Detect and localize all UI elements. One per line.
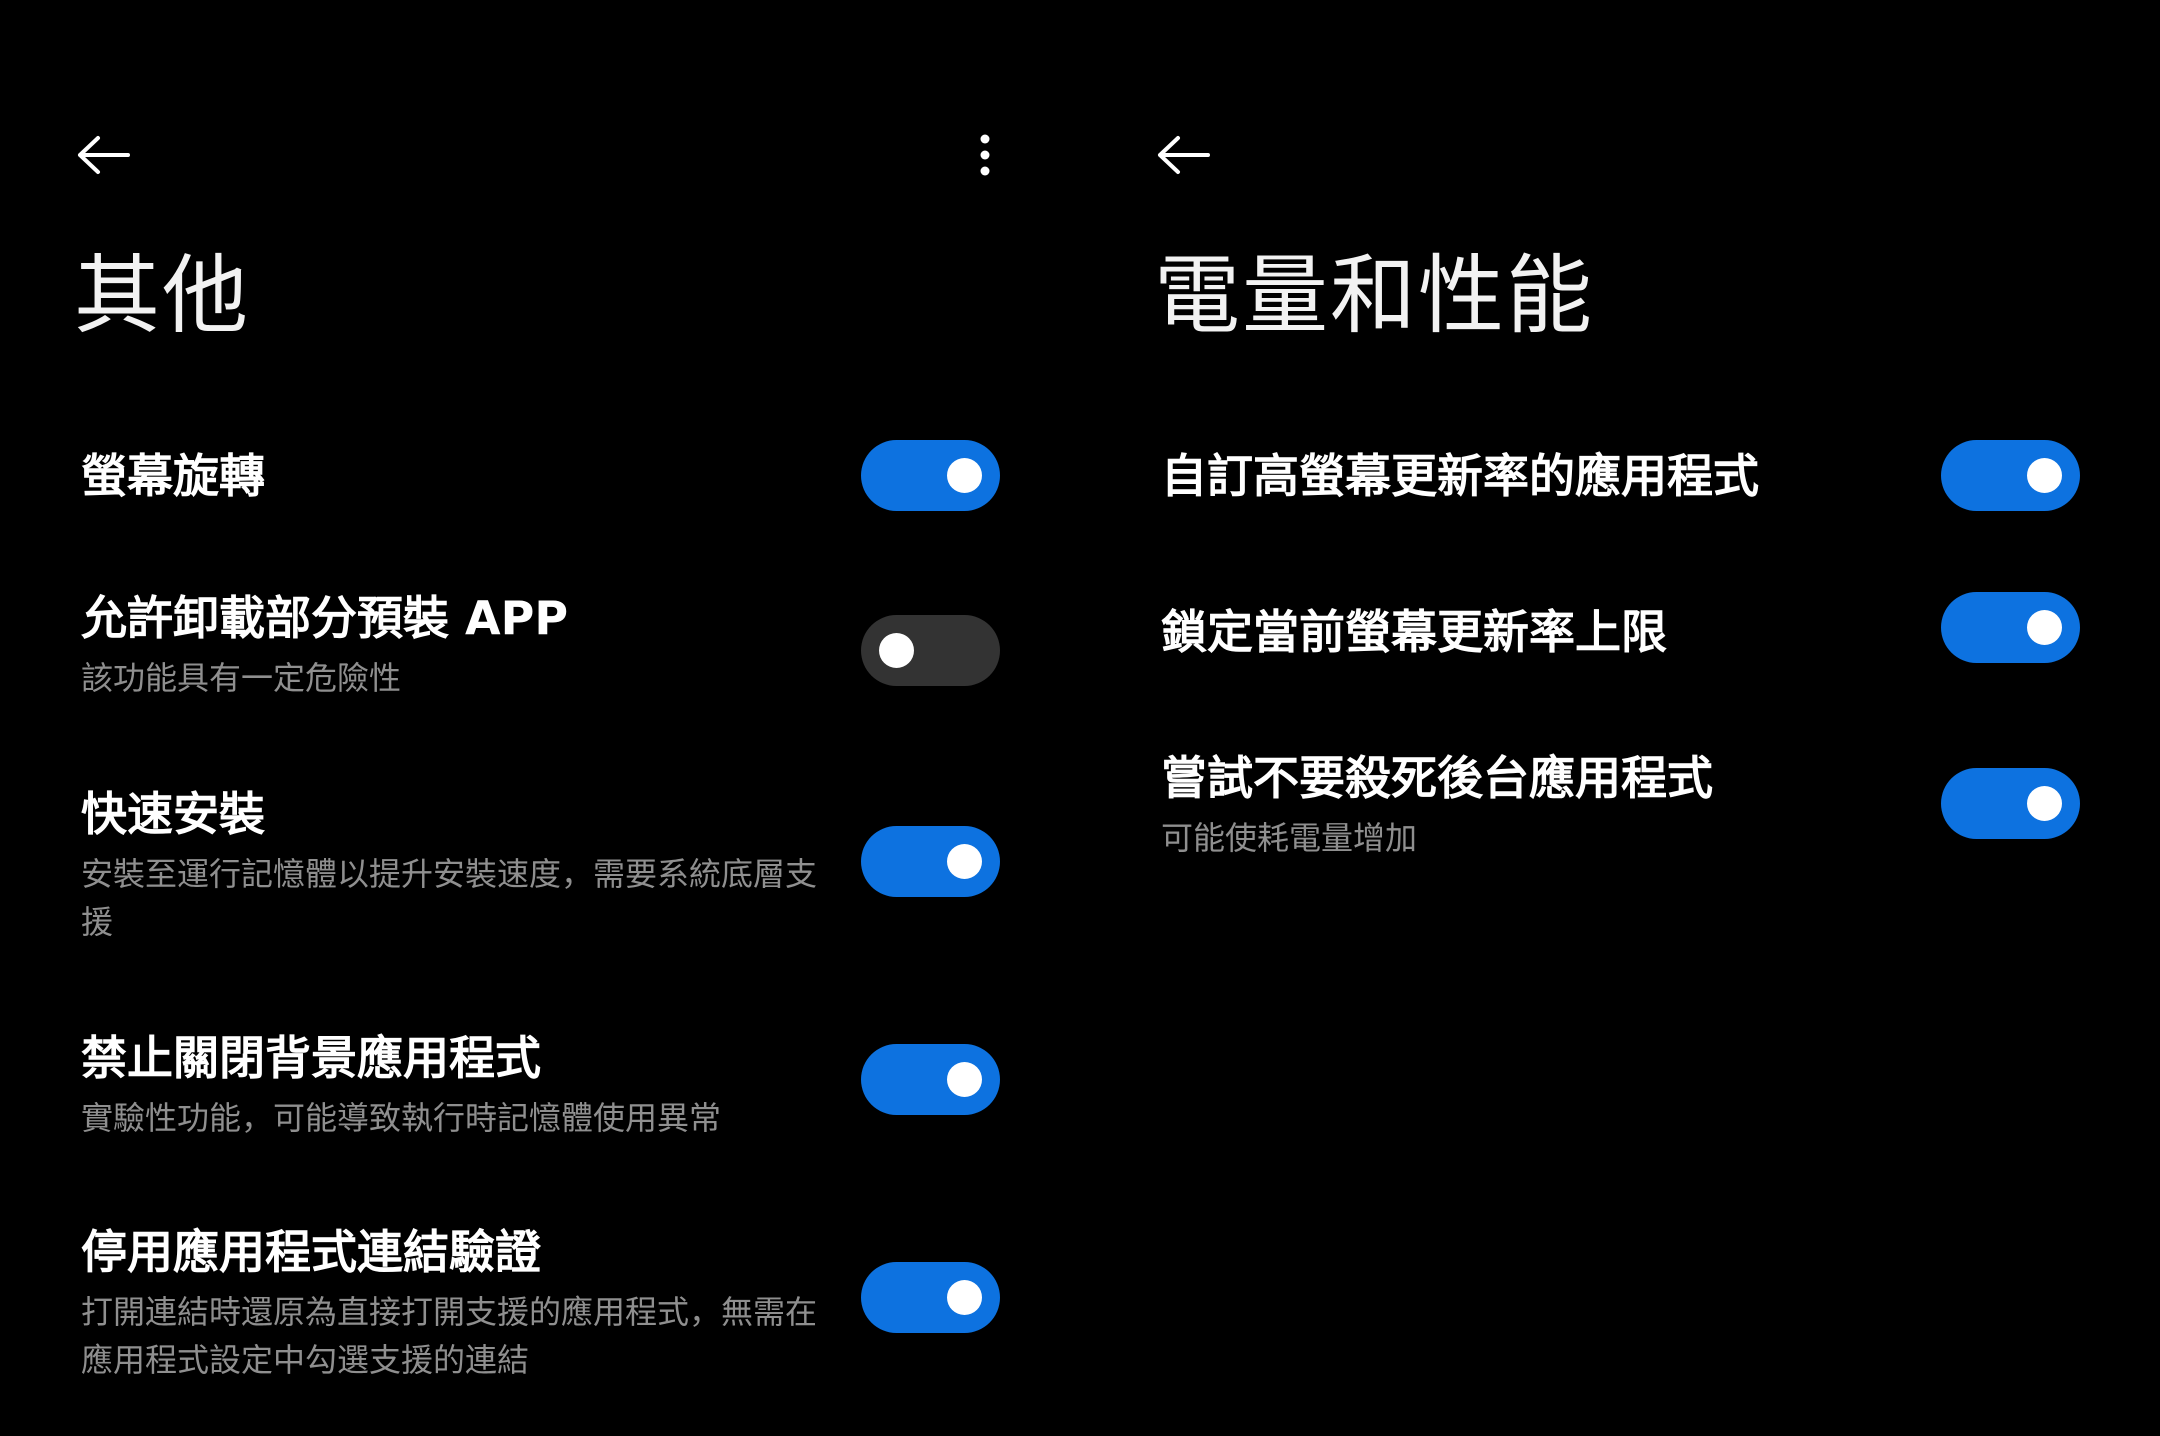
setting-description: 該功能具有一定危險性 (81, 659, 402, 697)
setting-label: 快速安裝 (81, 787, 265, 841)
toggle-knob (947, 1062, 982, 1097)
page-title: 電量和性能 (1154, 246, 1594, 346)
setting-label: 螢幕旋轉 (81, 449, 265, 503)
back-button[interactable] (1156, 130, 1212, 180)
setting-label: 停用應用程式連結驗證 (81, 1225, 541, 1279)
setting-description: 實驗性功能，可能導致執行時記憶體使用異常 (81, 1099, 722, 1137)
setting-description: 打開連結時還原為直接打開支援的應用程式，無需在應用程式設定中勾選支援的連結 (81, 1293, 818, 1379)
disable-link-verification-toggle[interactable] (861, 1262, 1000, 1333)
setting-description: 安裝至運行記憶體以提升安裝速度，需要系統底層支援 (81, 855, 818, 941)
fast-install-toggle[interactable] (861, 826, 1000, 897)
setting-label: 自訂高螢幕更新率的應用程式 (1161, 449, 1759, 503)
more-options-button[interactable] (970, 130, 1000, 180)
toggle-knob (2027, 458, 2062, 493)
back-button[interactable] (76, 130, 132, 180)
setting-label: 允許卸載部分預裝 APP (81, 591, 569, 645)
toggle-knob (947, 458, 982, 493)
setting-row-fast-install[interactable]: 快速安裝 安裝至運行記憶體以提升安裝速度，需要系統底層支援 (0, 786, 1080, 956)
settings-screen-battery-performance: 電量和性能 自訂高螢幕更新率的應用程式 鎖定當前螢幕更新率上限 嘗試不要殺死後台… (1080, 0, 2160, 1436)
setting-label: 鎖定當前螢幕更新率上限 (1161, 605, 1667, 659)
toggle-knob (947, 1280, 982, 1315)
page-title: 其他 (74, 246, 250, 346)
custom-refresh-rate-apps-toggle[interactable] (1941, 440, 2080, 511)
uninstall-preinstalled-toggle[interactable] (861, 615, 1000, 686)
setting-row-uninstall-preinstalled[interactable]: 允許卸載部分預裝 APP 該功能具有一定危險性 (0, 590, 1080, 710)
toggle-knob (947, 844, 982, 879)
settings-screen-other: 其他 螢幕旋轉 允許卸載部分預裝 APP 該功能具有一定危險性 快速安裝 安裝至… (0, 130, 1080, 1394)
setting-description: 可能使耗電量增加 (1161, 819, 1418, 857)
keep-background-apps-toggle[interactable] (861, 1044, 1000, 1115)
setting-row-keep-background-apps[interactable]: 禁止關閉背景應用程式 實驗性功能，可能導致執行時記憶體使用異常 (0, 1030, 1080, 1150)
arrow-left-icon (1158, 136, 1210, 174)
toggle-knob (2027, 786, 2062, 821)
keep-background-apps-alive-toggle[interactable] (1941, 768, 2080, 839)
toggle-knob (2027, 610, 2062, 645)
setting-row-custom-refresh-rate-apps[interactable]: 自訂高螢幕更新率的應用程式 (1080, 440, 2160, 516)
arrow-left-icon (78, 136, 130, 174)
setting-row-screen-rotation[interactable]: 螢幕旋轉 (0, 440, 1080, 516)
toggle-knob (879, 633, 914, 668)
setting-label: 禁止關閉背景應用程式 (81, 1031, 541, 1085)
lock-refresh-rate-toggle[interactable] (1941, 592, 2080, 663)
more-vertical-icon (980, 134, 990, 176)
screen-rotation-toggle[interactable] (861, 440, 1000, 511)
setting-row-lock-refresh-rate[interactable]: 鎖定當前螢幕更新率上限 (1080, 592, 2160, 668)
setting-row-keep-background-apps-alive[interactable]: 嘗試不要殺死後台應用程式 可能使耗電量增加 (1080, 750, 2160, 870)
setting-row-disable-link-verification[interactable]: 停用應用程式連結驗證 打開連結時還原為直接打開支援的應用程式，無需在應用程式設定… (0, 1224, 1080, 1394)
setting-label: 嘗試不要殺死後台應用程式 (1161, 751, 1713, 805)
